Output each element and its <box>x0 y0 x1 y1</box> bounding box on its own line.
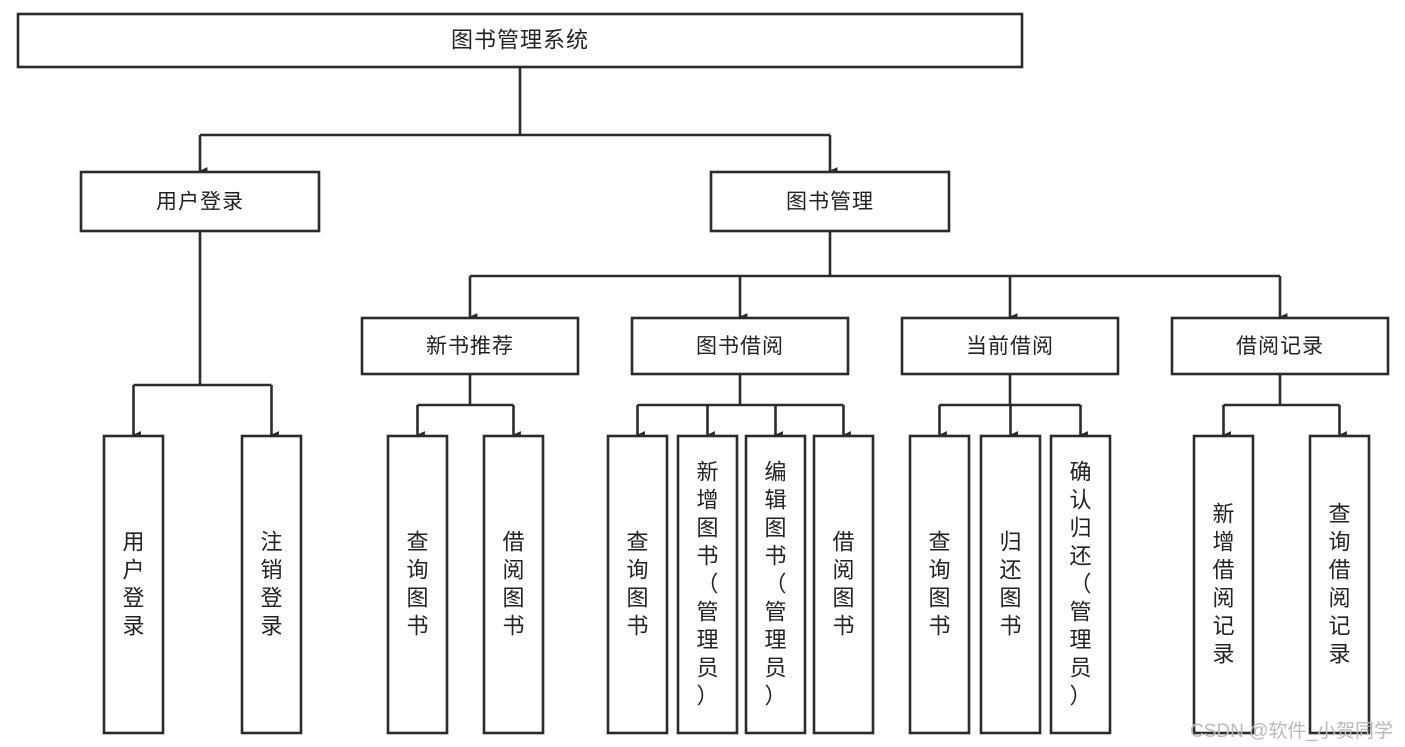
node-box <box>1049 434 1112 735</box>
node-box <box>676 434 739 735</box>
node-box <box>1170 316 1390 376</box>
node-leaf-0[interactable]: 用户登录 <box>102 434 165 735</box>
node-root-0[interactable]: 图书管理系统 <box>16 12 1024 69</box>
node-box <box>360 316 580 376</box>
node-label: 查询借阅记录 <box>1328 502 1350 667</box>
node-box <box>79 170 321 233</box>
node-leaf-8[interactable]: 查询图书 <box>908 434 971 735</box>
node-label: 借阅图书 <box>832 530 854 639</box>
node-leaf-10[interactable]: 确认归还（管理员） <box>1049 434 1112 735</box>
node-box <box>979 434 1042 735</box>
node-level3-2[interactable]: 当前借阅 <box>900 316 1120 376</box>
node-label: 借阅图书 <box>502 530 524 639</box>
node-box <box>630 316 850 376</box>
node-leaf-3[interactable]: 借阅图书 <box>482 434 545 735</box>
node-label: 注销登录 <box>260 530 282 639</box>
node-box <box>240 434 303 735</box>
node-box <box>16 12 1024 69</box>
node-box <box>606 434 669 735</box>
node-layer: 图书管理系统用户登录图书管理新书推荐图书借阅当前借阅借阅记录用户登录注销登录查询… <box>16 12 1390 735</box>
node-label: 用户登录 <box>156 191 244 214</box>
node-label: 借阅记录 <box>1236 335 1324 358</box>
node-leaf-1[interactable]: 注销登录 <box>240 434 303 735</box>
node-label: 新增借阅记录 <box>1212 502 1234 667</box>
node-box <box>102 434 165 735</box>
node-box <box>482 434 545 735</box>
node-label: 图书管理 <box>786 191 874 214</box>
node-box <box>908 434 971 735</box>
node-label: 图书管理系统 <box>451 28 589 53</box>
node-leaf-9[interactable]: 归还图书 <box>979 434 1042 735</box>
node-box <box>744 434 807 735</box>
connector-layer <box>132 67 1347 439</box>
node-box <box>709 170 951 233</box>
node-leaf-7[interactable]: 借阅图书 <box>812 434 875 735</box>
node-level3-0[interactable]: 新书推荐 <box>360 316 580 376</box>
node-leaf-5[interactable]: 新增图书（管理员） <box>676 434 739 735</box>
node-leaf-11[interactable]: 新增借阅记录 <box>1192 434 1255 735</box>
node-box <box>900 316 1120 376</box>
node-label: 用户登录 <box>122 530 144 639</box>
node-label: 编辑图书（管理员） <box>764 460 786 709</box>
node-label: 归还图书 <box>999 530 1021 639</box>
node-label: 查询图书 <box>406 530 428 639</box>
node-box <box>386 434 449 735</box>
node-box <box>812 434 875 735</box>
node-label: 查询图书 <box>626 530 648 639</box>
node-level3-1[interactable]: 图书借阅 <box>630 316 850 376</box>
node-label: 新书推荐 <box>426 335 514 358</box>
node-leaf-6[interactable]: 编辑图书（管理员） <box>744 434 807 735</box>
node-label: 当前借阅 <box>966 335 1054 358</box>
node-level2-1[interactable]: 图书管理 <box>709 170 951 233</box>
node-leaf-12[interactable]: 查询借阅记录 <box>1308 434 1371 735</box>
node-label: 图书借阅 <box>696 335 784 358</box>
node-level2-0[interactable]: 用户登录 <box>79 170 321 233</box>
csdn-watermark: CSDN @软件_小贺同学 <box>1190 721 1393 742</box>
node-box <box>1308 434 1371 735</box>
node-box <box>1192 434 1255 735</box>
node-label: 查询图书 <box>928 530 950 639</box>
node-label: 确认归还（管理员） <box>1069 460 1091 709</box>
node-label: 新增图书（管理员） <box>696 460 718 709</box>
node-leaf-4[interactable]: 查询图书 <box>606 434 669 735</box>
node-level3-3[interactable]: 借阅记录 <box>1170 316 1390 376</box>
node-leaf-2[interactable]: 查询图书 <box>386 434 449 735</box>
